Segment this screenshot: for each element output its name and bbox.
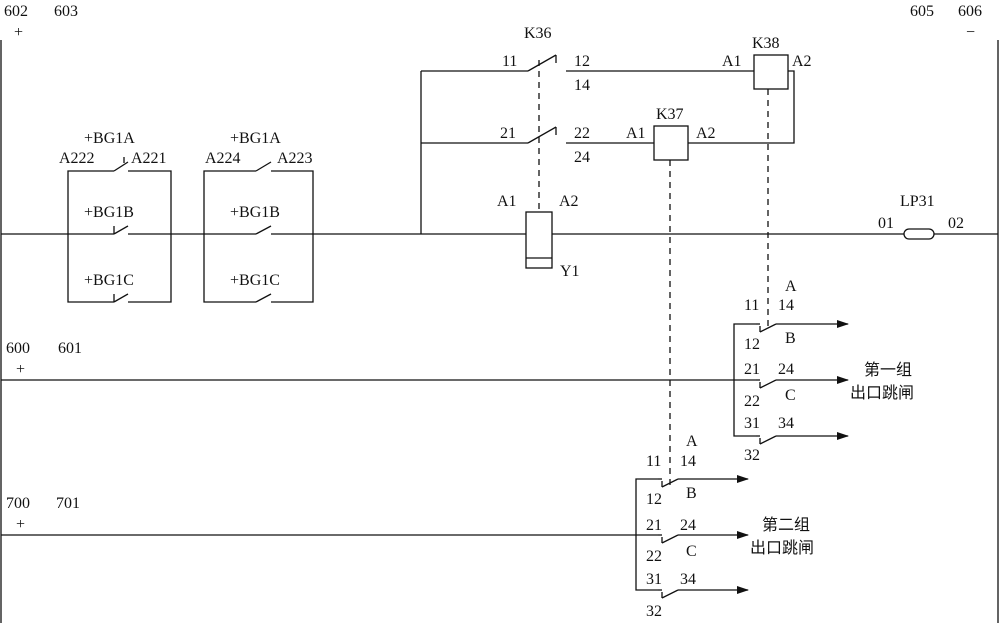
lp31-term-01: 01 — [878, 215, 894, 232]
k38-coil — [753, 54, 789, 90]
bg1b-label-2: +BG1B — [230, 204, 280, 221]
group1-contact-c — [756, 432, 849, 445]
group2-term-24: 24 — [680, 517, 696, 534]
k36-term-14: 14 — [574, 77, 590, 94]
k36-term-11: 11 — [502, 53, 517, 70]
group2-label-line2: 出口跳闸 — [750, 538, 814, 557]
a223-label: A223 — [277, 150, 313, 167]
group1-term-31: 31 — [744, 415, 760, 432]
k37-name: K37 — [656, 106, 684, 123]
y1-name: Y1 — [560, 263, 580, 280]
bg1c-label-1: +BG1C — [84, 272, 134, 289]
bus-label-600: 600 — [6, 340, 30, 357]
group2-contact-b — [658, 531, 749, 544]
y1-a1: A1 — [497, 193, 517, 210]
lp31-name: LP31 — [900, 193, 935, 210]
group2-term-12: 12 — [646, 491, 662, 508]
bus-minus-top: − — [966, 24, 975, 41]
bg1-switch-group-2 — [203, 161, 314, 303]
group1-feed-bus — [733, 323, 756, 437]
k36-term-24: 24 — [574, 149, 590, 166]
group2-term-22: 22 — [646, 548, 662, 565]
k38-a2-to-k37-wire — [688, 70, 795, 144]
bg1a-label-1: +BG1A — [84, 130, 135, 147]
group2-term-31: 31 — [646, 571, 662, 588]
k37-a2: A2 — [696, 125, 716, 142]
group2-term-32: 32 — [646, 603, 662, 620]
y1-coil — [525, 211, 553, 269]
group1-term-21: 21 — [744, 361, 760, 378]
bus-label-606: 606 — [958, 3, 982, 20]
group1-term-11: 11 — [744, 297, 759, 314]
group2-phase-c: C — [686, 543, 697, 560]
k38-a1: A1 — [722, 53, 742, 70]
bg1c-label-2: +BG1C — [230, 272, 280, 289]
bus-label-701: 701 — [56, 495, 80, 512]
bus-plus-600: + — [16, 361, 25, 378]
group1-term-32: 32 — [744, 447, 760, 464]
group1-term-24: 24 — [778, 361, 794, 378]
group1-term-12: 12 — [744, 336, 760, 353]
group1-term-14: 14 — [778, 297, 794, 314]
group1-term-22: 22 — [744, 393, 760, 410]
group2-label-line1: 第二组 — [762, 515, 810, 534]
group1-label-line1: 第一组 — [864, 360, 912, 379]
group2-contact-c — [658, 586, 749, 599]
k36-contact1-blade — [527, 54, 557, 72]
bus-label-700: 700 — [6, 495, 30, 512]
k36-term-21: 21 — [500, 125, 516, 142]
bus-label-603: 603 — [54, 3, 78, 20]
k36-name: K36 — [524, 25, 552, 42]
group1-phase-a: A — [785, 278, 797, 295]
bus-plus-top: + — [14, 24, 23, 41]
k36-contact2-blade — [527, 126, 557, 144]
a222-label: A222 — [59, 150, 95, 167]
a224-label: A224 — [205, 150, 241, 167]
group2-term-21: 21 — [646, 517, 662, 534]
bus-label-605: 605 — [910, 3, 934, 20]
group2-term-14: 14 — [680, 453, 696, 470]
bus-label-602: 602 — [4, 3, 28, 20]
k38-a2: A2 — [792, 53, 812, 70]
k38-name: K38 — [752, 35, 780, 52]
group2-contact-a — [658, 475, 749, 488]
k37-coil — [653, 125, 689, 161]
group2-term-34: 34 — [680, 571, 696, 588]
group2-term-11: 11 — [646, 453, 661, 470]
lp31-link — [903, 228, 935, 240]
group1-phase-c: C — [785, 387, 796, 404]
bus-label-601: 601 — [58, 340, 82, 357]
bg1-switch-group-1 — [67, 157, 172, 303]
y1-a2: A2 — [559, 193, 579, 210]
group1-contact-a — [756, 320, 849, 333]
lp31-term-02: 02 — [948, 215, 964, 232]
bg1a-label-2: +BG1A — [230, 130, 281, 147]
k37-a1: A1 — [626, 125, 646, 142]
bg1b-label-1: +BG1B — [84, 204, 134, 221]
group1-term-34: 34 — [778, 415, 794, 432]
k36-term-22: 22 — [574, 125, 590, 142]
group1-phase-b: B — [785, 330, 796, 347]
bus-plus-700: + — [16, 516, 25, 533]
a221-label: A221 — [131, 150, 167, 167]
k36-term-12: 12 — [574, 53, 590, 70]
group2-phase-b: B — [686, 485, 697, 502]
group2-feed-bus — [635, 478, 658, 591]
group1-contact-b — [756, 376, 849, 389]
group1-label-line2: 出口跳闸 — [850, 383, 914, 402]
group2-phase-a: A — [686, 433, 698, 450]
